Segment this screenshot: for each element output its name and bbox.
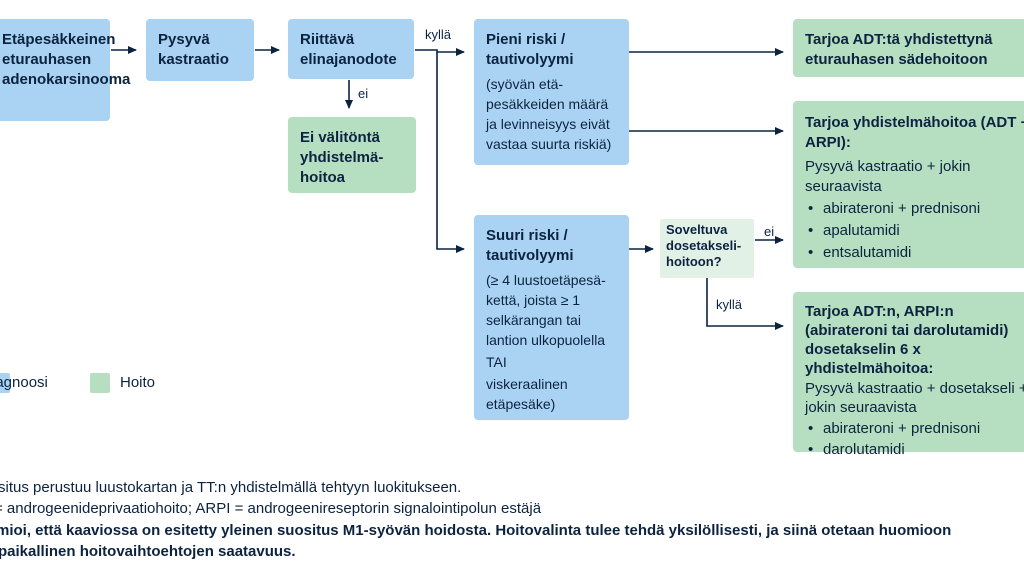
decision-docetaxel-text: Soveltuva dosetakseli-hoitoon? — [666, 222, 742, 269]
box-castration-text: Pysyvä kastraatio — [158, 31, 229, 68]
legend-label-diagnosis: iagnoosi — [0, 374, 48, 391]
legend-swatch-diagnosis — [0, 373, 10, 393]
box-diagnosis-text: Etäpesäkkeinen eturauhasen adenokarsinoo… — [2, 31, 131, 88]
high-risk-or: TAI — [486, 354, 507, 370]
footnote-2: = androgeenideprivaatiohoito; ARPI = and… — [0, 500, 542, 517]
box-diagnosis: Etäpesäkkeinen eturauhasen adenokarsinoo… — [0, 19, 130, 121]
legend-label-treatment: Hoito — [120, 374, 156, 391]
high-risk-title: Suuri riski / tautivolyymi — [486, 227, 574, 264]
list-item: apalutamidi — [805, 221, 1024, 241]
arrow-lifeexp-to-highrisk — [436, 52, 465, 253]
footnote-1: situs perustuu luustokartan ja TT:n yhdi… — [0, 479, 462, 496]
treat-triple-list: abirateroni + prednisoni darolutamidi — [805, 419, 1024, 459]
legend-swatch-treatment — [90, 373, 110, 393]
low-risk-sub: (syövän etä-pesäkkeiden määrä ja levinne… — [486, 76, 612, 152]
box-no-combo-text: Ei välitöntä yhdistelmä-hoitoa — [300, 129, 384, 186]
box-treat-triple: Tarjoa ADT:n, ARPI:n(abirateroni tai dar… — [793, 292, 1024, 459]
box-life-expectancy-text: Riittävä elinajanodote — [300, 31, 397, 68]
footnote-4: paikallinen hoitovaihtoehtojen saatavuus… — [0, 543, 296, 560]
footnote-3: mioi, että kaaviossa on esitetty yleinen… — [0, 522, 952, 539]
label-yes-top: kyllä — [425, 27, 452, 42]
list-item: abirateroni + prednisoni — [805, 419, 1024, 438]
box-treat-combo: Tarjoa yhdistelmähoitoa (ADT + ARPI): Py… — [793, 101, 1024, 268]
list-item: darolutamidi — [805, 440, 1024, 459]
box-treat-adt-rt: Tarjoa ADT:tä yhdistettynä eturauhasen s… — [793, 19, 1024, 77]
decision-docetaxel: Soveltuva dosetakseli-hoitoon? — [660, 219, 754, 278]
box-low-risk: Pieni riski / tautivolyymi (syövän etä-p… — [474, 19, 629, 165]
arrow-lifeexp-to-lowrisk — [415, 48, 465, 56]
box-castration: Pysyvä kastraatio — [146, 19, 254, 81]
treat-combo-list: abirateroni + prednisoni apalutamidi ent… — [805, 199, 1024, 263]
treat-triple-body: Pysyvä kastraatio + dosetakseli +jokin s… — [805, 380, 1024, 416]
treat-combo-title: Tarjoa yhdistelmähoitoa (ADT + ARPI): — [805, 114, 1024, 151]
arrow-decision-to-triple — [706, 278, 784, 330]
low-risk-title: Pieni riski / tautivolyymi — [486, 31, 574, 68]
box-life-expectancy: Riittävä elinajanodote — [288, 19, 414, 79]
label-no-right: ei — [764, 224, 775, 239]
box-high-risk: Suuri riski / tautivolyymi (≥ 4 luustoet… — [474, 215, 629, 420]
box-no-combo: Ei välitöntä yhdistelmä-hoitoa — [288, 117, 416, 193]
list-item: abirateroni + prednisoni — [805, 199, 1024, 219]
label-no-left: ei — [358, 86, 369, 101]
treat-combo-body: Pysyvä kastraatio + jokin seuraavista — [805, 158, 971, 195]
high-risk-sub2: viskeraalinen etäpesäke) — [486, 376, 568, 412]
high-risk-sub1: (≥ 4 luustoetäpesä-kettä, joista ≥ 1 sel… — [486, 272, 606, 348]
list-item: entsalutamidi — [805, 243, 1024, 263]
treat-triple-title: Tarjoa ADT:n, ARPI:n(abirateroni tai dar… — [805, 303, 1009, 377]
treat-adt-rt-text: Tarjoa ADT:tä yhdistettynä eturauhasen s… — [805, 31, 993, 68]
label-yes-bottom: kyllä — [716, 297, 743, 312]
